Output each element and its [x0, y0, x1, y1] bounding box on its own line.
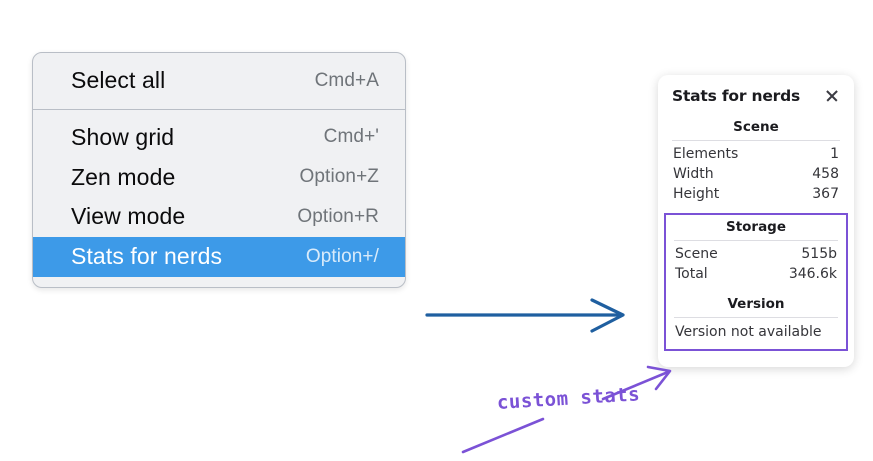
stat-row: Height 367	[672, 184, 840, 204]
stat-row: Total 346.6k	[674, 264, 838, 284]
version-note: Version not available	[675, 324, 822, 340]
menu-item-shortcut: Option+/	[305, 245, 379, 267]
storage-section-heading: Storage	[725, 219, 787, 235]
stat-key: Height	[673, 186, 720, 202]
version-section-heading: Version	[727, 296, 785, 312]
purple-underline-stroke	[461, 417, 545, 454]
stat-value: 367	[812, 186, 839, 202]
stats-for-nerds-panel: Stats for nerds Scene Elements 1 Width 4…	[658, 75, 854, 367]
menu-group-2: Show grid Cmd+' Zen mode Option+Z View m…	[33, 118, 405, 277]
stat-value: 1	[830, 146, 839, 162]
stat-row: Elements 1	[672, 144, 840, 164]
custom-stats-annotation-label: custom stats	[496, 383, 641, 414]
stat-row: Scene 515b	[674, 244, 838, 264]
version-section-divider	[674, 317, 838, 318]
menu-item-label: View mode	[71, 203, 186, 230]
stat-key: Scene	[675, 246, 718, 262]
context-menu: Select all Cmd+A Show grid Cmd+' Zen mod…	[32, 52, 406, 288]
menu-item-shortcut: Cmd+A	[314, 69, 379, 91]
menu-item-label: Show grid	[71, 123, 175, 150]
menu-item-label: Select all	[71, 67, 166, 93]
scene-section-divider	[672, 140, 840, 141]
menu-group-1: Select all Cmd+A	[33, 61, 405, 101]
menu-item-label: Stats for nerds	[71, 243, 223, 269]
custom-stats-highlight-box: Storage Scene 515b Total 346.6k Version …	[664, 213, 848, 351]
blue-arrow-menu-to-panel	[425, 298, 625, 333]
stat-key: Width	[673, 166, 714, 182]
menu-item-zen-mode[interactable]: Zen mode Option+Z	[33, 158, 405, 198]
stat-row: Width 458	[672, 164, 840, 184]
menu-item-shortcut: Cmd+'	[323, 126, 379, 148]
close-icon[interactable]	[824, 88, 840, 104]
menu-separator	[33, 108, 405, 110]
menu-item-view-mode[interactable]: View mode Option+R	[33, 197, 405, 237]
menu-item-label: Zen mode	[71, 163, 176, 190]
menu-item-shortcut: Option+Z	[299, 166, 379, 187]
stat-key: Total	[675, 266, 708, 282]
scene-section-heading: Scene	[733, 119, 779, 135]
stat-value: 515b	[801, 246, 837, 262]
menu-item-show-grid[interactable]: Show grid Cmd+'	[33, 118, 405, 158]
menu-item-select-all[interactable]: Select all Cmd+A	[33, 61, 405, 101]
menu-item-shortcut: Option+R	[297, 205, 379, 227]
stat-key: Elements	[673, 146, 739, 162]
stat-value: 346.6k	[788, 266, 837, 282]
stats-panel-title: Stats for nerds	[672, 87, 801, 105]
storage-section-divider	[674, 240, 838, 241]
stats-panel-header: Stats for nerds	[672, 87, 840, 105]
menu-item-stats-for-nerds[interactable]: Stats for nerds Option+/	[33, 237, 405, 277]
stat-value: 458	[812, 166, 839, 182]
